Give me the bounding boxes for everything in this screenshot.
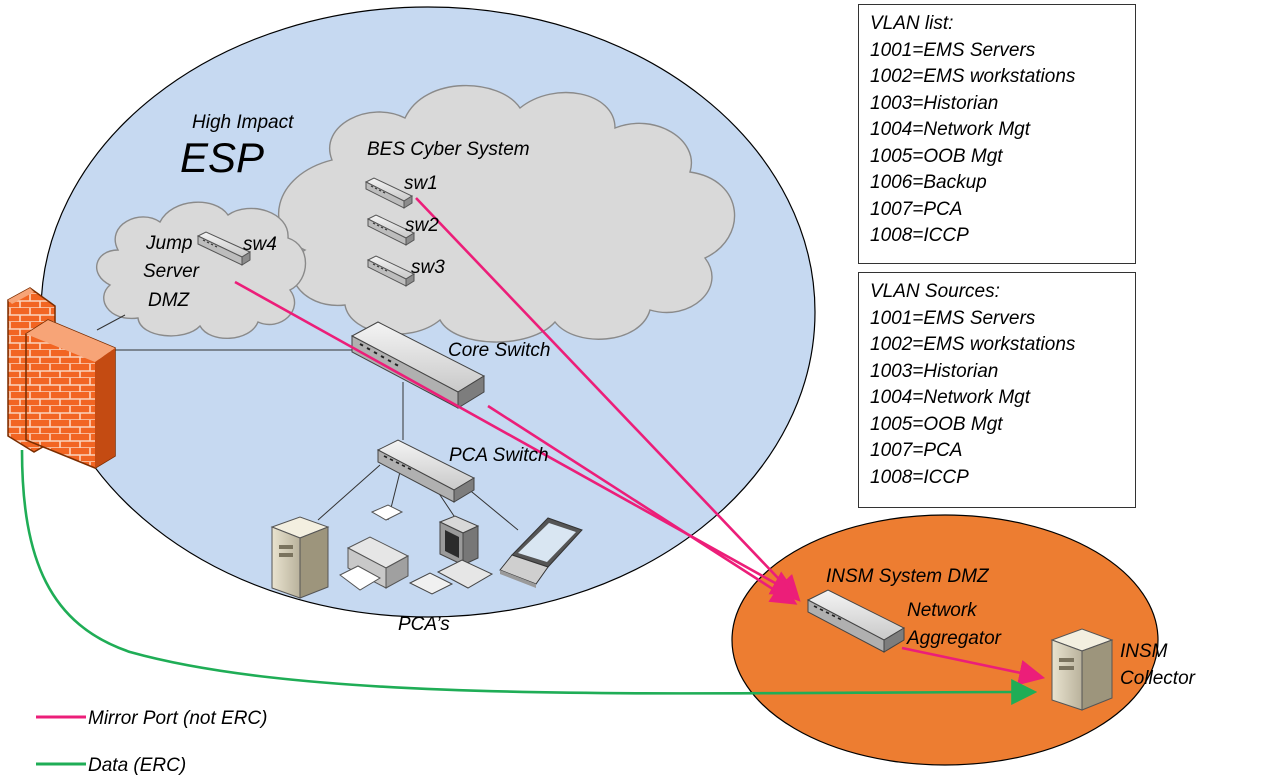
vlan-entry: 1005=OOB Mgt [870, 145, 1003, 167]
vlan-entry: 1001=EMS Servers [870, 39, 1036, 61]
fw-to-jump-line [96, 314, 126, 331]
sw1-label: sw1 [404, 173, 438, 194]
pca-server-icon [270, 516, 330, 599]
sw3-label: sw3 [411, 257, 445, 278]
vlan-list-title: VLAN list: [870, 13, 954, 34]
aggregator-label-2: Aggregator [906, 628, 1002, 649]
vlan-entry: 1008=ICCP [870, 466, 969, 488]
core-switch-label: Core Switch [448, 340, 550, 361]
legend-mirror-label: Mirror Port (not ERC) [88, 708, 267, 729]
aggregator-label-1: Network [907, 600, 978, 621]
legend-data-label: Data (ERC) [88, 755, 186, 776]
jump-label-1: Jump [145, 233, 192, 254]
collector-label-2: Collector [1120, 668, 1196, 689]
esp-label-large: ESP [180, 134, 264, 181]
vlan-list-items: 1001=EMS Servers 1002=EMS workstations 100… [870, 38, 1135, 250]
sw4-switch-icon [196, 231, 252, 266]
insm-dmz-zone [731, 514, 1159, 766]
vlan-entry: 1004=Network Mgt [870, 119, 1030, 140]
insm-dmz-label: INSM System DMZ [826, 566, 990, 587]
vlan-sources-title: VLAN Sources: [870, 281, 1000, 302]
jump-label-2: Server [143, 261, 200, 282]
pca-workstation-icon [408, 515, 494, 595]
jump-server-dmz-cloud [96, 201, 307, 339]
sw1-switch-icon [364, 177, 414, 209]
vlan-entry: 1002=EMS workstations [870, 334, 1076, 355]
vlan-entry: 1004=Network Mgt [870, 387, 1030, 408]
vlan-sources-box: VLAN Sources: 1001=EMS Servers 1002=EMS w… [858, 272, 1136, 508]
vlan-entry: 1006=Backup [870, 172, 987, 193]
network-aggregator-icon [806, 589, 906, 653]
collector-label-1: INSM [1120, 641, 1168, 662]
pca-switch-label: PCA Switch [449, 445, 549, 466]
pca-to-server-line [317, 464, 381, 521]
pca-printer-icon [339, 504, 410, 591]
vlan-entry: 1007=PCA [870, 440, 963, 461]
sw4-label: sw4 [243, 234, 277, 255]
vlan-entry: 1003=Historian [870, 360, 999, 382]
vlan-entry: 1005=OOB Mgt [870, 413, 1003, 435]
mirror-aggregator-line [901, 646, 1046, 686]
vlan-entry: 1001=EMS Servers [870, 307, 1036, 329]
mirror-core-line [487, 404, 798, 605]
pca-laptop-icon [499, 517, 583, 588]
vlan-entry: 1002=EMS workstations [870, 66, 1076, 87]
pca-switch-icon [376, 439, 476, 503]
bes-cloud-label: BES Cyber System [367, 139, 530, 160]
data-erc-line [20, 449, 1038, 706]
vlan-list-box: VLAN list: 1001=EMS Servers 1002=EMS work… [858, 4, 1136, 264]
esp-label-small: High Impact [192, 112, 294, 133]
jump-label-3: DMZ [148, 290, 191, 311]
insm-collector-server-icon [1050, 628, 1114, 711]
firewall-icon [7, 287, 116, 469]
vlan-entry: 1003=Historian [870, 92, 999, 114]
sw2-label: sw2 [405, 215, 439, 236]
pca-devices-label: PCA’s [398, 614, 450, 635]
sw2-switch-icon [366, 214, 416, 246]
vlan-entry: 1007=PCA [870, 198, 963, 220]
vlan-sources-items: 1001=EMS Servers 1002=EMS workstations 100… [870, 306, 1135, 492]
mirror-sw1-line [415, 197, 801, 602]
vlan-entry: 1008=ICCP [870, 225, 969, 246]
sw3-switch-icon [366, 255, 416, 287]
